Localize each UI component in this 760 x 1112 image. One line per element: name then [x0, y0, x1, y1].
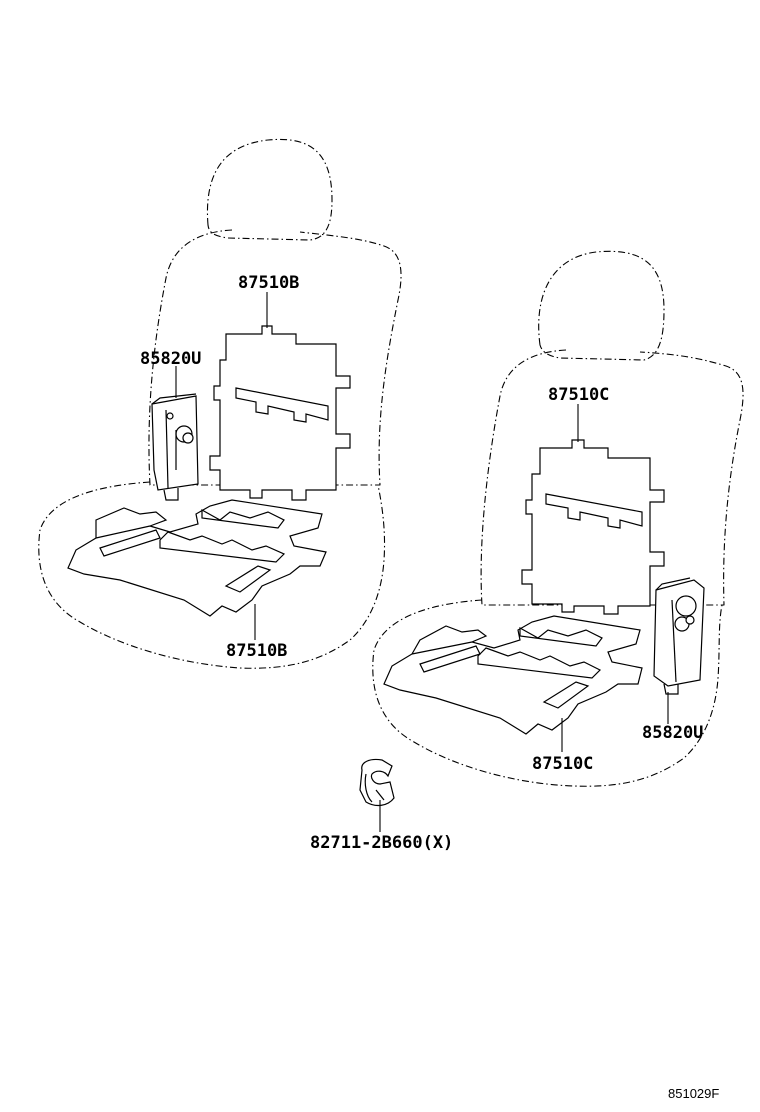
right-cushion-heater	[383, 615, 643, 735]
left-backrest-heater	[209, 325, 351, 501]
label-left-backrest-heater: 87510B	[238, 273, 299, 293]
leader-lines	[175, 292, 669, 832]
label-left-switch: 85820U	[140, 349, 201, 369]
left-cushion-heater	[67, 499, 327, 617]
label-right-cushion-heater: 87510C	[532, 754, 593, 774]
label-left-cushion-heater: 87510B	[226, 641, 287, 661]
label-right-switch: 85820U	[642, 723, 703, 743]
wire-clip	[359, 758, 395, 807]
right-backrest-heater	[521, 439, 665, 615]
left-seat-outline	[38, 138, 402, 669]
label-clip: 82711-2B660(X)	[310, 833, 453, 853]
right-heater-switch	[653, 577, 705, 695]
right-seat-outline	[372, 250, 744, 787]
figure-reference: 851029F	[668, 1086, 719, 1101]
left-heater-switch	[151, 393, 199, 501]
label-right-backrest-heater: 87510C	[548, 385, 609, 405]
